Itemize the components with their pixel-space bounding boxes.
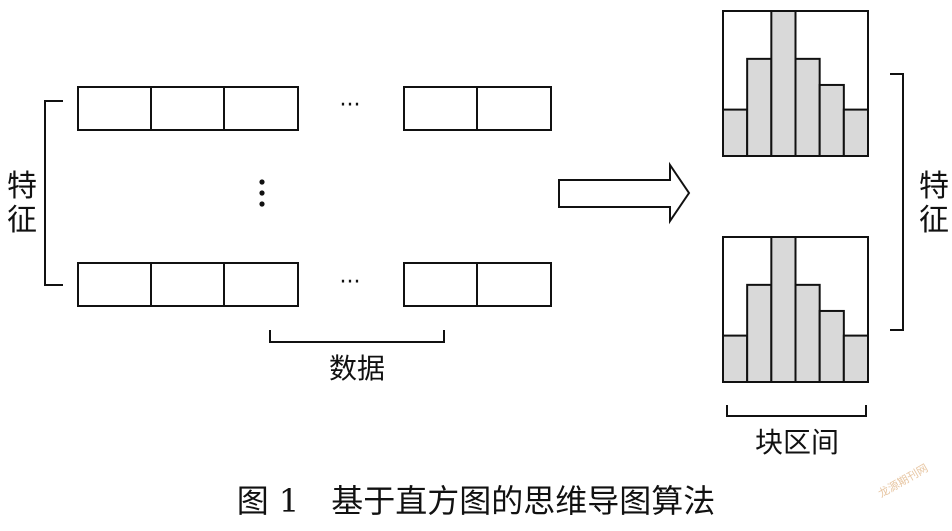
right-feature-label-2: 征 [919, 203, 949, 238]
histogram-top-bar-1 [722, 108, 749, 157]
histogram-bottom-bar-5 [818, 309, 845, 384]
left-feature-label-2: 征 [7, 203, 37, 238]
bottom-cell-1 [77, 262, 152, 307]
bottom-cell-2 [150, 262, 225, 307]
histogram-top-bar-3 [770, 10, 797, 157]
top-cell-2 [150, 86, 225, 131]
left-feature-bracket [44, 100, 63, 286]
histogram-bottom-bar-4 [794, 283, 821, 384]
data-label: 数据 [329, 352, 385, 385]
block-interval-bracket [726, 405, 867, 417]
top-cell-1 [77, 86, 152, 131]
left-feature-label-1: 特 [7, 169, 37, 204]
bottom-cell-5 [476, 262, 552, 307]
histogram-bottom-bar-6 [842, 334, 869, 384]
right-feature-bracket [890, 73, 904, 331]
data-bracket [269, 330, 445, 343]
histogram-bottom-bar-1 [722, 334, 749, 384]
transform-arrow [558, 161, 691, 225]
histogram-top-bar-5 [818, 83, 845, 157]
vertical-ellipsis [259, 179, 265, 207]
histogram-top [722, 10, 869, 157]
bottom-row [77, 262, 552, 307]
top-cell-3 [223, 86, 299, 131]
histogram-bottom [722, 236, 869, 384]
top-row-ellipsis: ··· [340, 93, 361, 118]
block-interval-label: 块区间 [755, 426, 839, 459]
right-feature-label-1: 特 [919, 169, 949, 204]
watermark: 龙源期刊网 [876, 461, 931, 501]
top-cell-4 [403, 86, 478, 131]
histogram-top-bar-4 [794, 57, 821, 157]
top-row [77, 86, 552, 131]
histogram-bottom-bar-2 [746, 283, 773, 384]
bottom-cell-3 [223, 262, 299, 307]
bottom-cell-4 [403, 262, 478, 307]
top-cell-5 [476, 86, 552, 131]
figure-caption: 图 1 基于直方图的思维导图算法 [237, 482, 716, 520]
histogram-bottom-bar-3 [770, 236, 797, 383]
bottom-row-ellipsis: ··· [340, 270, 361, 295]
histogram-top-bar-6 [842, 108, 869, 157]
histogram-top-bar-2 [746, 57, 773, 157]
